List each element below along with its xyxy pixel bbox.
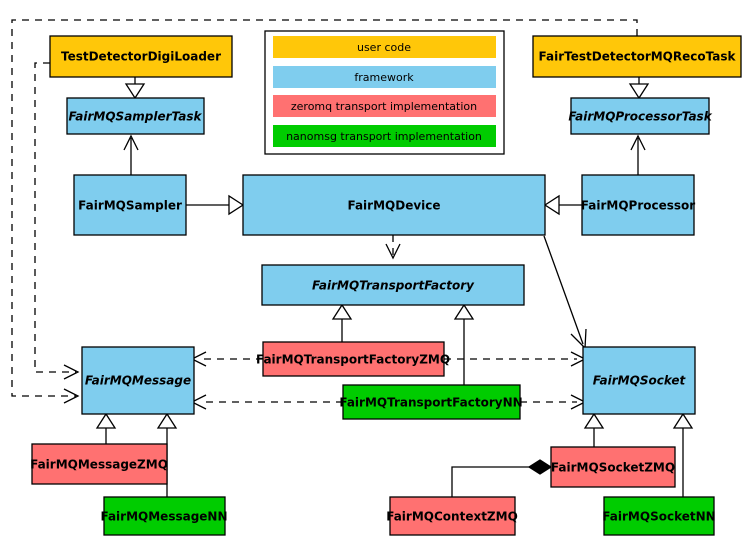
- node-box-fairmqsampler[interactable]: [73, 174, 187, 236]
- node-box-fairtestdetectormqrecotask[interactable]: [532, 35, 742, 78]
- node-fairmqdevice[interactable]: FairMQDevice: [242, 174, 546, 236]
- edge-device-depends-transportfactory: [385, 235, 401, 260]
- edge-sampler-uses-samplertask: [123, 134, 139, 175]
- legend-item-framework: framework: [273, 66, 496, 88]
- node-fairtestdetectormqrecotask[interactable]: FairTestDetectorMQRecoTask: [532, 35, 742, 78]
- node-fairmqsocket[interactable]: FairMQSocket: [582, 346, 696, 415]
- node-box-fairmqtransportfactory[interactable]: [261, 264, 525, 306]
- edge-socketzmq-inherits-socket: [583, 412, 605, 447]
- edge-recotask-inherits-processortask: [628, 77, 650, 100]
- legend: user code framework zeromq transport imp…: [264, 30, 505, 155]
- node-fairmqtransportfactoryzmq[interactable]: FairMQTransportFactoryZMQ: [256, 341, 450, 377]
- edge-digiloader-inherits-samplertask: [124, 77, 146, 100]
- node-box-fairmqtransportfactorynn[interactable]: [342, 384, 521, 420]
- legend-item-nanomsg: nanomsg transport implementation: [273, 125, 496, 147]
- node-box-fairmqprocessor[interactable]: [581, 174, 695, 236]
- node-box-fairmqsocketzmq[interactable]: [550, 446, 676, 488]
- legend-item-user-code: user code: [273, 36, 496, 58]
- node-fairmqprocessortask[interactable]: FairMQProcessorTask: [568, 97, 713, 135]
- node-fairmqsamplertask[interactable]: FairMQSamplerTask: [66, 97, 205, 135]
- edge-sampler-inherits-device: [186, 194, 245, 216]
- edge-processor-uses-processortask: [630, 134, 646, 175]
- legend-swatch-user-code: [273, 36, 496, 58]
- node-fairmqmessage[interactable]: FairMQMessage: [81, 346, 195, 415]
- node-box-fairmqmessage[interactable]: [81, 346, 195, 415]
- node-box-testdetectordigiloader[interactable]: [49, 35, 233, 78]
- node-fairmqtransportfactory[interactable]: FairMQTransportFactory: [261, 264, 525, 306]
- node-fairmqsampler[interactable]: FairMQSampler: [73, 174, 187, 236]
- node-fairmqsocketzmq[interactable]: FairMQSocketZMQ: [550, 446, 676, 488]
- node-fairmqmessagezmq[interactable]: FairMQMessageZMQ: [30, 443, 168, 485]
- legend-swatch-framework: [273, 66, 496, 88]
- edge-messagezmq-inherits-message: [95, 412, 117, 444]
- node-box-fairmqcontextzmq[interactable]: [389, 496, 516, 536]
- edge-socketnn-inherits-socket: [672, 412, 694, 497]
- edge-contextzmq-composes-socketzmq: [451, 459, 553, 497]
- node-fairmqtransportfactorynn[interactable]: FairMQTransportFactoryNN: [339, 384, 523, 420]
- edge-tfnn-inherits-tf: [453, 303, 475, 385]
- legend-swatch-nanomsg: [273, 125, 496, 147]
- edge-device-uses-socket: [543, 235, 587, 350]
- node-box-fairmqsocket[interactable]: [582, 346, 696, 415]
- node-box-fairmqtransportfactoryzmq[interactable]: [262, 341, 445, 377]
- node-fairmqprocessor[interactable]: FairMQProcessor: [581, 174, 696, 236]
- edge-digiloader-to-message: [34, 62, 80, 380]
- edge-tfnn-depends-message: [190, 394, 343, 410]
- node-fairmqsocketnn[interactable]: FairMQSocketNN: [602, 496, 716, 536]
- node-box-fairmqsamplertask[interactable]: [66, 97, 205, 135]
- edge-processor-inherits-device: [543, 194, 582, 216]
- edge-layer: [11, 19, 694, 497]
- node-fairmqmessagenn[interactable]: FairMQMessageNN: [100, 496, 228, 536]
- node-box-fairmqmessagenn[interactable]: [103, 496, 226, 536]
- legend-swatch-zeromq: [273, 95, 496, 117]
- node-fairmqcontextzmq[interactable]: FairMQContextZMQ: [386, 496, 518, 536]
- edge-recotask-to-message: [11, 19, 638, 404]
- edge-tfnn-depends-socket: [520, 394, 587, 410]
- node-box-fairmqmessagezmq[interactable]: [31, 443, 168, 485]
- legend-item-zeromq: zeromq transport implementation: [273, 95, 496, 117]
- node-testdetectordigiloader[interactable]: TestDetectorDigiLoader: [49, 35, 233, 78]
- node-box-fairmqsocketnn[interactable]: [603, 496, 715, 536]
- node-box-fairmqdevice[interactable]: [242, 174, 546, 236]
- edge-tfzmq-depends-socket: [444, 351, 587, 367]
- node-box-fairmqprocessortask[interactable]: [570, 97, 710, 135]
- edge-tfzmq-inherits-tf: [331, 303, 353, 342]
- edge-tfzmq-depends-message: [190, 351, 263, 367]
